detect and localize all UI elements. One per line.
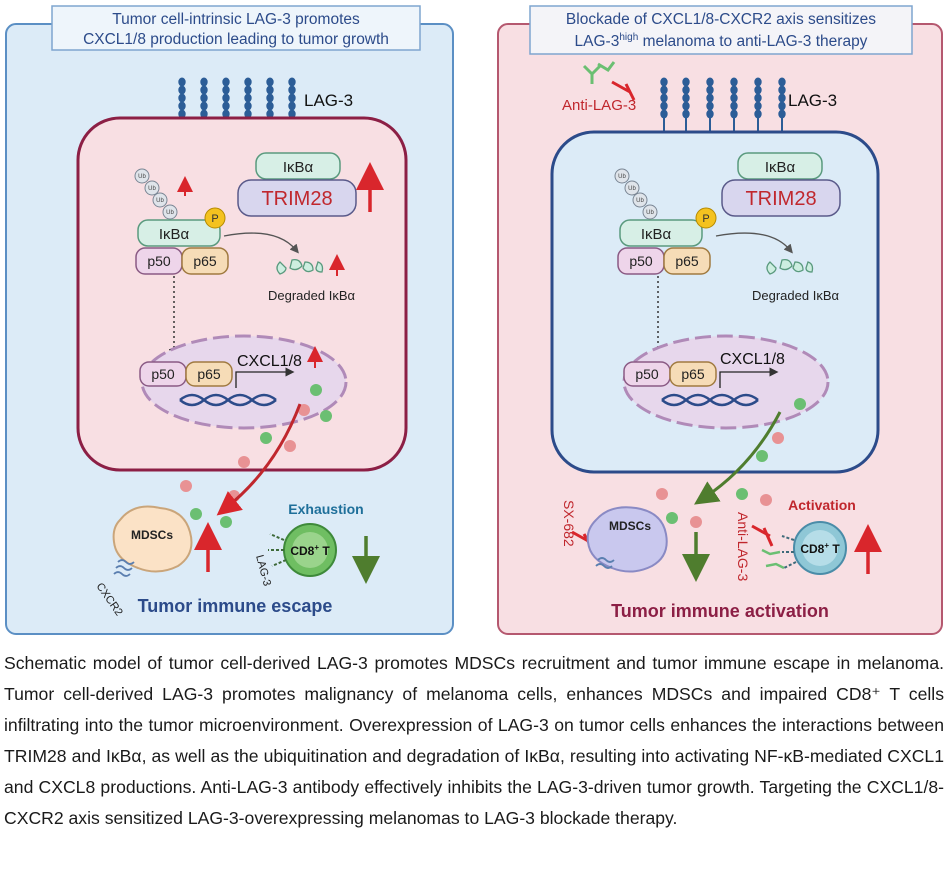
left-mdsc-label: MDSCs [131, 528, 173, 542]
right-panel: Blockade of CXCL1/8-CXCR2 axis sensitize… [497, 5, 943, 635]
right-title-line1: Blockade of CXCL1/8-CXCR2 axis sensitize… [566, 11, 876, 28]
left-exhaustion-label: Exhaustion [288, 501, 363, 517]
svg-text:IκBα: IκBα [159, 226, 190, 243]
schematic-figure: Tumor cell-intrinsic LAG-3 promotes CXCL… [5, 5, 943, 635]
right-cxcr2-receptor [595, 557, 615, 569]
left-title-line1: Tumor cell-intrinsic LAG-3 promotes [112, 11, 360, 28]
left-degradation-arrow [223, 232, 299, 254]
right-title-box [529, 5, 913, 55]
right-ikba [619, 219, 703, 247]
left-cd8-label: CD8+ T [290, 543, 330, 558]
right-activation-label: Activation [788, 497, 856, 513]
left-title-line2: CXCL1/8 production leading to tumor grow… [83, 31, 389, 48]
right-ub-chain: Ub Ub Ub Ub [614, 168, 658, 220]
lag3-receptor [266, 77, 274, 136]
svg-text:p65: p65 [675, 253, 699, 269]
svg-text:IκBα: IκBα [283, 159, 314, 176]
left-p65 [181, 247, 229, 275]
svg-text:p50: p50 [151, 366, 175, 382]
right-transcription-arrow [719, 367, 779, 388]
right-ikba-top [737, 152, 823, 180]
right-cd8-antibodies [761, 548, 785, 570]
left-mdsc-cell [112, 505, 193, 573]
svg-text:p65: p65 [193, 253, 217, 269]
right-antibody [582, 61, 616, 84]
right-anti-lag3-side-label: Anti-LAG-3 [735, 512, 751, 581]
left-ub-chain: Ub Ub Ub Ub [134, 168, 178, 220]
right-trim28-box [721, 179, 841, 217]
right-recruit-arrow [694, 411, 782, 505]
left-cxcr2-receptor [113, 559, 135, 577]
left-trim28-box [237, 179, 357, 217]
svg-text:Ub: Ub [628, 186, 636, 192]
right-cxcl-label: CXCL1/8 [720, 351, 785, 368]
right-cd8-label: CD8+ T [800, 541, 840, 556]
right-bottom-label: Tumor immune activation [611, 601, 829, 621]
svg-text:Ub: Ub [138, 174, 146, 180]
left-phospho [204, 207, 226, 229]
svg-text:Ub: Ub [156, 198, 164, 204]
lag3-receptor [222, 77, 230, 136]
right-trim28-label: TRIM28 [745, 188, 816, 210]
lag3-receptor [754, 77, 762, 148]
left-cxcl-label: CXCL1/8 [237, 353, 302, 370]
left-chemokines [180, 384, 332, 528]
svg-text:Ub: Ub [636, 198, 644, 204]
right-sx682-label: SX-682 [561, 500, 577, 547]
svg-text:p65: p65 [681, 366, 705, 382]
svg-text:p65: p65 [197, 366, 221, 382]
svg-text:Ub: Ub [148, 186, 156, 192]
right-mdsc-label: MDSCs [609, 519, 651, 533]
left-ikba [137, 219, 221, 247]
svg-text:Ub: Ub [618, 174, 626, 180]
left-title-box [51, 5, 421, 51]
svg-text:IκBα: IκBα [765, 159, 796, 176]
right-degradation-arrow [715, 232, 793, 254]
left-dna [179, 393, 277, 407]
right-mdsc-cell [586, 506, 668, 573]
svg-text:IκBα: IκBα [641, 226, 672, 243]
left-cd8-lag3-receptors [268, 533, 287, 567]
right-p65 [663, 247, 711, 275]
lag3-receptor [660, 77, 668, 148]
left-lag3-label: LAG-3 [304, 91, 353, 110]
right-antilag3-block [751, 524, 774, 547]
right-lag3-label: LAG-3 [788, 91, 837, 110]
right-title-line2: LAG-3high melanoma to anti-LAG-3 therapy [575, 32, 868, 50]
lag3-receptor [730, 77, 738, 148]
right-dna [661, 393, 759, 407]
left-ikba-top [255, 152, 341, 180]
left-panel: Tumor cell-intrinsic LAG-3 promotes CXCL… [5, 5, 454, 635]
svg-text:Ub: Ub [166, 210, 174, 216]
svg-text:P: P [702, 213, 709, 225]
left-transcription-arrow [235, 367, 295, 388]
left-degraded-fragments [276, 258, 324, 275]
right-degraded-fragments [766, 258, 814, 275]
right-anti-lag3-label: Anti-LAG-3 [562, 97, 636, 114]
left-degraded-label: Degraded IκBα [268, 288, 355, 303]
left-trim28-label: TRIM28 [261, 188, 332, 210]
right-chemokines [656, 398, 806, 528]
right-antibody-block [611, 80, 636, 101]
svg-text:p50: p50 [629, 253, 653, 269]
figure-caption: Schematic model of tumor cell-derived LA… [4, 653, 944, 828]
svg-text:P: P [211, 213, 218, 225]
svg-text:Ub: Ub [646, 210, 654, 216]
left-bottom-label: Tumor immune escape [138, 596, 333, 616]
right-degraded-label: Degraded IκBα [752, 288, 839, 303]
lag3-receptor [706, 77, 714, 148]
svg-text:p50: p50 [147, 253, 171, 269]
left-recruit-arrow [216, 403, 302, 516]
svg-text:p50: p50 [635, 366, 659, 382]
right-cd8-receptors [781, 535, 797, 569]
right-phospho [695, 207, 717, 229]
